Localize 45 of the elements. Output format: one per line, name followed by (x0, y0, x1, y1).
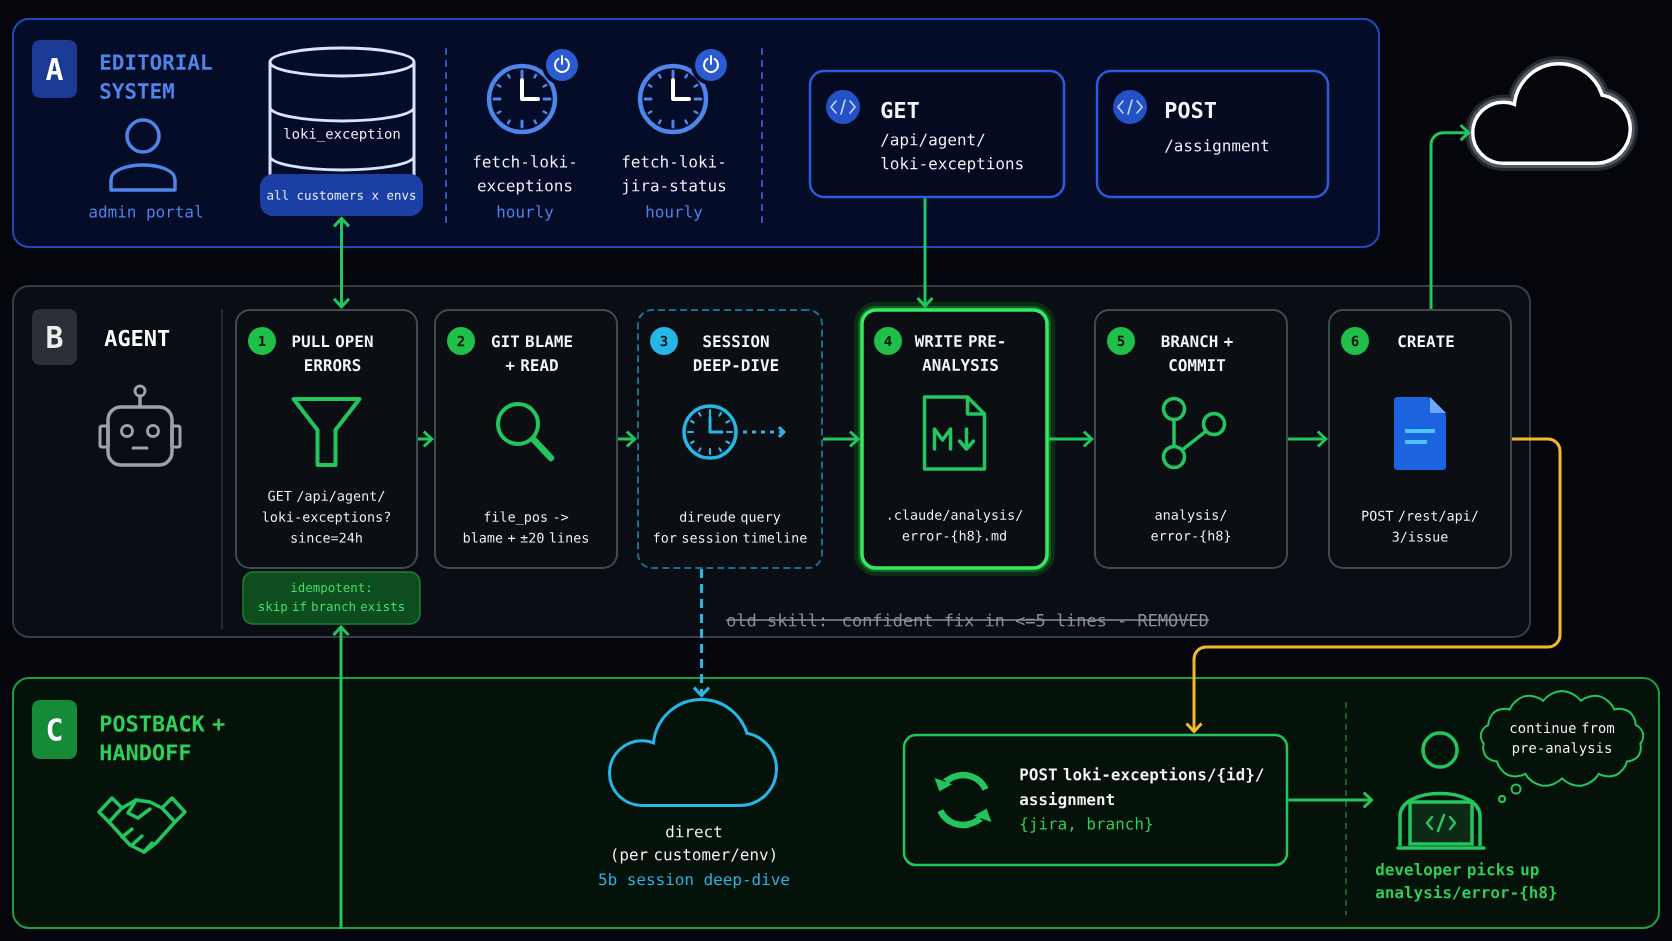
arrow (332, 216, 351, 309)
section-badge: A (32, 40, 77, 98)
arrow (823, 430, 861, 448)
endpoint-box: GET /api/agent/loki-exceptions (808, 69, 1066, 199)
node-label: 5b session deep-dive (599, 872, 789, 889)
section-badge: C (32, 700, 77, 759)
node-label: GET /api/agent/loki-exceptions?since=24h (262, 490, 390, 543)
node-label: CREATE (1398, 335, 1454, 348)
note-pill: idempotent: skip if branch exists (242, 571, 421, 625)
arrow (1288, 430, 1328, 448)
arrow (1429, 124, 1471, 309)
caption: admin portal (89, 205, 202, 221)
node-label: file_pos -> blame + ±20 lines (463, 511, 589, 543)
request-box: POST loki-exceptions/{id}/assignment {jira, branch} (902, 733, 1289, 867)
job-name: fetch-loki-jira-status (622, 155, 726, 195)
node-label: BRANCH + COMMIT (1161, 335, 1233, 372)
thought-bubble: continue from pre-analysis (1479, 689, 1645, 803)
job-name: fetch-loki-exceptions (473, 155, 575, 195)
node-label: analysis/error-{h8} (1151, 509, 1231, 543)
arrow (332, 624, 350, 929)
node-label: GIT BLAME + READ (491, 335, 572, 371)
node-label: direct (per customer/env) (613, 825, 775, 864)
node-label: developer picks up analysis/error-{h8} (1375, 862, 1557, 902)
section-badge: B (32, 309, 77, 365)
arrow (1185, 437, 1562, 734)
number-badge: 5 (1107, 327, 1135, 355)
arrow (916, 198, 934, 309)
schedule-label: hourly (646, 205, 703, 221)
node-label: POST /rest/api/3/issue (1362, 510, 1478, 543)
node-label: SESSION DEEP-DIVE (693, 335, 779, 371)
number-badge: 3 (650, 327, 678, 355)
node-label: PULL OPEN ERRORS (292, 335, 373, 372)
number-badge: 1 (248, 327, 276, 355)
node-label: direude query for session timeline (653, 511, 807, 543)
schedule-label: hourly (497, 205, 554, 221)
endpoint-box: POST /assignment (1095, 69, 1330, 199)
arrow (1048, 430, 1094, 448)
arrow (692, 569, 711, 698)
database-cylinder: loki_exception (268, 46, 416, 178)
number-badge: 4 (874, 327, 902, 355)
number-badge: 2 (447, 327, 475, 355)
arrow (618, 430, 637, 448)
arrow (1288, 791, 1374, 809)
scope-pill: all customers x envs (260, 174, 423, 216)
number-badge: 6 (1341, 327, 1369, 355)
